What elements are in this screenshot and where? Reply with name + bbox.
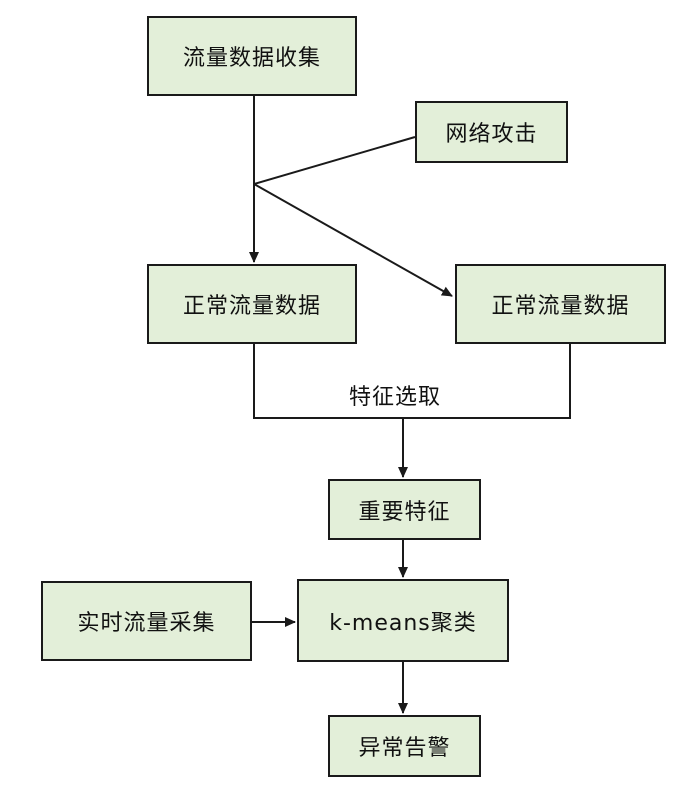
- node-kmeans-clustering: k-means聚类: [297, 579, 509, 662]
- node-normal-traffic-left: 正常流量数据: [147, 264, 357, 344]
- node-normal-traffic-right: 正常流量数据: [455, 264, 666, 344]
- edge-merge-bracket: [253, 342, 571, 419]
- edge-junction-normal-right: [253, 183, 453, 297]
- node-network-attack: 网络攻击: [415, 101, 568, 163]
- node-realtime-collection: 实时流量采集: [41, 581, 252, 661]
- label-feature-selection: 特征选取: [349, 385, 442, 410]
- node-anomaly-alarm: 异常告警: [328, 715, 481, 777]
- node-important-features: 重要特征: [328, 479, 481, 540]
- node-traffic-collection: 流量数据收集: [147, 16, 357, 96]
- edge-attack-junction: [253, 136, 416, 185]
